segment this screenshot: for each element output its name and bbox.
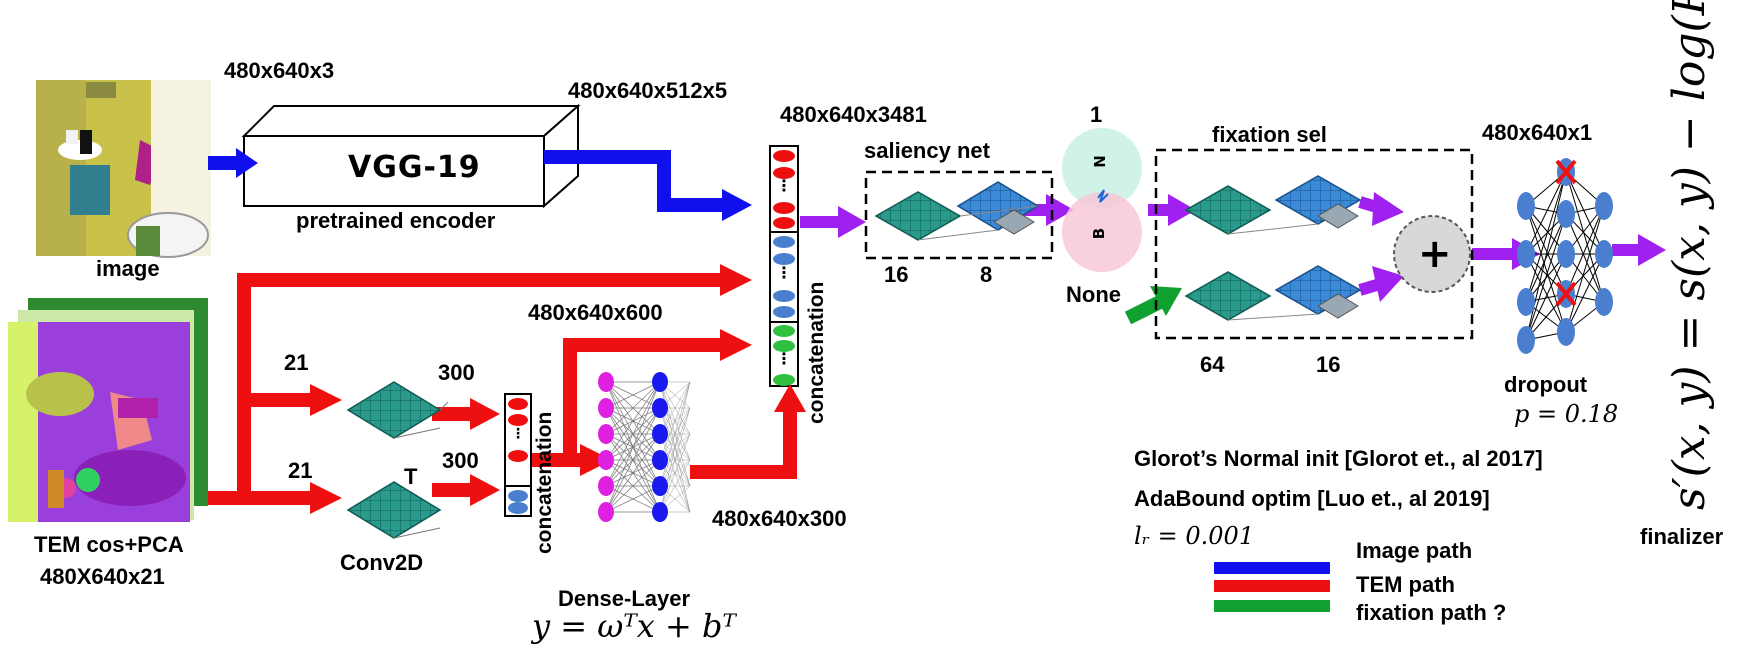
legend-swatch-tem: [1214, 580, 1330, 592]
conv-300-bottom: 300: [442, 448, 479, 473]
dropout-node: [1595, 192, 1613, 220]
dropout-node: [1517, 326, 1535, 354]
fixation-sel-box: [1154, 148, 1474, 340]
dense-node: [598, 398, 614, 418]
tem-concat-label: concatenation: [533, 411, 556, 554]
dense-node: [598, 424, 614, 444]
svg-text:⋮: ⋮: [511, 426, 525, 442]
dropout-net-icon: [1517, 158, 1613, 354]
concat-dim: 480x640x3481: [780, 102, 927, 127]
conv2d-label: Conv2D: [340, 550, 424, 575]
dropout-label: dropout: [1504, 372, 1588, 397]
output-dim: 480x640x1: [1482, 120, 1593, 145]
dense-node: [598, 502, 614, 522]
svg-text:⋮: ⋮: [776, 349, 792, 368]
dense-node: [598, 450, 614, 470]
conv-21-top: 21: [284, 350, 309, 375]
image-input-dim: 480x640x3: [224, 58, 335, 83]
saliency-net-title: saliency net: [864, 138, 990, 163]
bn-n-label: N: [1090, 155, 1109, 168]
neural-net-icon: [598, 372, 691, 522]
legend-tem-path: TEM path: [1356, 572, 1455, 597]
dropout-p: p = 0.18: [1514, 400, 1619, 428]
dense-layer-label: Dense-Layer: [558, 586, 691, 611]
dropout-node: [1557, 200, 1575, 228]
dropout-cross-icon: [1555, 159, 1577, 185]
fixation-64: 64: [1200, 352, 1225, 377]
saliency-net-box: [864, 170, 1054, 260]
fixation-sel-title: fixation sel: [1212, 122, 1327, 147]
dropout-node: [1517, 288, 1535, 316]
dense-node: [652, 424, 668, 444]
conv-21-bottom: 21: [288, 458, 313, 483]
saliency-8: 8: [980, 262, 993, 287]
encoder-caption: pretrained encoder: [296, 208, 496, 233]
dense-node: [652, 372, 668, 392]
main-concat-label: concatenation: [805, 281, 828, 424]
tem-path-arrows: [208, 264, 806, 514]
legend-swatch-fixation: [1214, 600, 1330, 612]
dropout-node: [1595, 288, 1613, 316]
dense-dim-300: 480x640x300: [712, 506, 847, 531]
dense-node: [652, 476, 668, 496]
tem-caption-2: 480X640x21: [40, 564, 165, 589]
dropout-node: [1517, 192, 1535, 220]
tem-concatenation-column: ⋮: [504, 393, 532, 517]
none-label: None: [1066, 282, 1121, 307]
conv-300-top: 300: [438, 360, 475, 385]
dense-formula: y = ωᵀx + bᵀ: [532, 607, 736, 645]
bn-b-label: B: [1090, 227, 1109, 240]
final-formula: s′(x, y) = s(x, y) − log(P(x, y)): [1664, 0, 1715, 510]
conv-kernel-icon: [346, 381, 449, 539]
bn-one: 1: [1090, 102, 1103, 127]
encoder-output-dim: 480x640x512x5: [568, 78, 728, 103]
dense-node: [598, 476, 614, 496]
fixation-16: 16: [1316, 352, 1341, 377]
main-concatenation-column: ⋮ ⋮ ⋮: [769, 145, 799, 387]
dropout-node: [1517, 240, 1535, 268]
legend-image-path: Image path: [1356, 538, 1473, 563]
dropout-node: [1557, 240, 1575, 268]
adabound-note: AdaBound optim [Luo et., al 2019]: [1134, 486, 1490, 511]
legend-swatch-image: [1214, 562, 1330, 574]
dense-dim-600: 480x640x600: [528, 300, 663, 325]
dense-node: [652, 502, 668, 522]
finalizer-label: finalizer: [1640, 524, 1724, 549]
learning-rate: lᵣ = 0.001: [1134, 522, 1255, 550]
dense-node: [598, 372, 614, 392]
dense-node: [652, 450, 668, 470]
fixation-path-arrow: [1124, 286, 1182, 325]
svg-text:⋮: ⋮: [776, 176, 792, 195]
svg-text:⋮: ⋮: [776, 263, 792, 282]
batch-norm-icon: [1062, 128, 1142, 272]
dropout-node: [1557, 318, 1575, 346]
tem-caption-1: TEM cos+PCA: [34, 532, 184, 557]
saliency-16: 16: [884, 262, 909, 287]
sum-plus: +: [1418, 231, 1452, 277]
glorot-note: Glorot’s Normal init [Glorot et., al 201…: [1134, 446, 1543, 471]
dropout-node: [1595, 240, 1613, 268]
sum-node-icon: [1393, 215, 1471, 293]
vgg19-label: VGG-19: [348, 150, 481, 185]
image-thumbnail-icon: [36, 80, 211, 258]
dropout-cross-icon: [1555, 281, 1577, 307]
dense-node: [652, 398, 668, 418]
conv-t-label: T: [404, 464, 418, 489]
tem-map-icon: [8, 298, 208, 522]
legend-fixation-path: fixation path ?: [1356, 600, 1507, 625]
legend-swatches: [1214, 562, 1330, 612]
image-caption: image: [96, 256, 160, 281]
image-path-arrows: [208, 148, 752, 221]
